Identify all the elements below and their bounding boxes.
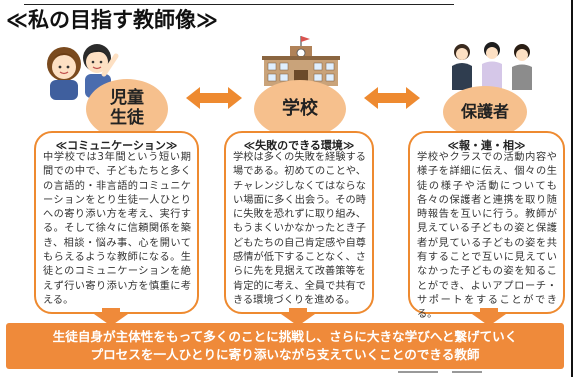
top-border-line — [24, 0, 454, 5]
card-communication-body: 中学校では3年間という短い期間での中で、子どもたちと多くの言語的・非言語的コミュ… — [43, 152, 191, 306]
conclusion-banner-line2: プロセスを一人ひとりに寄り添いながら支えていくことのできる教師 — [90, 347, 480, 362]
page-title: ≪私の目指す教師像≫ — [6, 8, 218, 32]
double-arrow-right-icon — [364, 87, 420, 109]
school-building-icon — [262, 36, 340, 86]
footer-divider — [452, 371, 482, 373]
footer-divider — [398, 371, 438, 373]
conclusion-banner: 生徒自身が主体性をもって多くのことに挑戦し、さらに大きな学びへと繋げていく プロ… — [6, 323, 564, 369]
card-communication: ≪コミュニケーション≫ 中学校では3年間という短い期間での中で、子どもたちと多く… — [34, 131, 199, 314]
down-arrow-icon — [472, 308, 506, 326]
card-failure-environment-body: 学校は多くの失敗を経験する場である。初めてのことや、チャレンジしなくてはならない… — [233, 152, 366, 306]
card-failure-environment: ≪失敗のできる環境≫ 学校は多くの失敗を経験する場である。初めてのことや、チャレ… — [224, 131, 374, 314]
node-school: 学校 — [254, 80, 346, 138]
parents-illustration-icon — [452, 42, 532, 90]
double-arrow-left-icon — [186, 87, 242, 109]
down-arrow-icon — [94, 308, 128, 326]
node-students-line2: 生徒 — [110, 108, 144, 128]
card-report-contact-consult: ≪報・連・相≫ 学校やクラスでの活動内容や様子を詳細に伝え、個々の生徒の様子や活… — [408, 131, 565, 320]
right-border-line — [571, 0, 573, 377]
conclusion-banner-line1: 生徒自身が主体性をもって多くのことに挑戦し、さらに大きな学びへと繋げていく — [52, 329, 518, 344]
node-students-line1: 児童 — [110, 88, 144, 109]
node-parents: 保護者 — [443, 86, 527, 138]
card-report-contact-consult-body: 学校やクラスでの活動内容や様子を詳細に伝え、個々の生徒の様子や活動についても各々… — [417, 152, 557, 321]
down-arrow-icon — [281, 308, 315, 326]
card-failure-environment-heading: ≪失敗のできる環境≫ — [243, 139, 355, 152]
card-communication-heading: ≪コミュニケーション≫ — [55, 139, 178, 152]
node-students: 児童 生徒 — [86, 79, 168, 139]
card-report-contact-consult-heading: ≪報・連・相≫ — [447, 139, 526, 152]
